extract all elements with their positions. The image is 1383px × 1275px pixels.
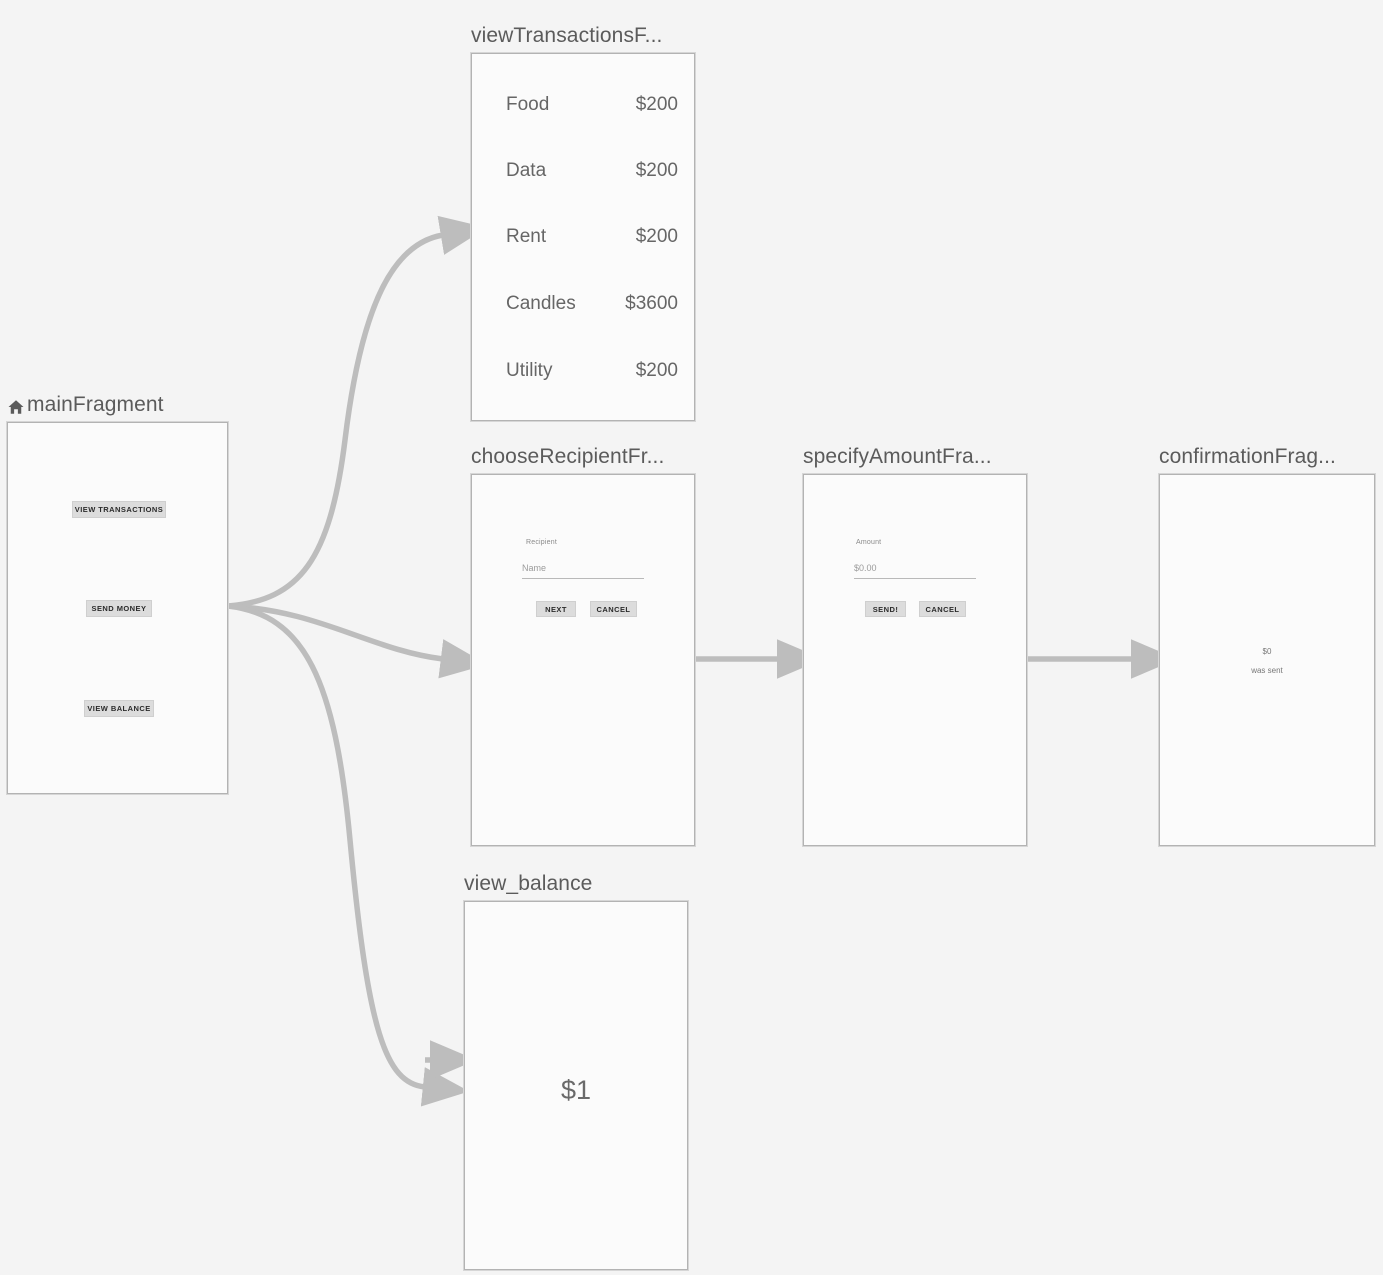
- transaction-name: Utility: [506, 360, 553, 381]
- next-button[interactable]: NEXT: [536, 601, 576, 617]
- node-label-specify-amount: specifyAmountFra...: [803, 445, 992, 468]
- transaction-name: Rent: [506, 226, 547, 247]
- transaction-name: Candles: [506, 293, 576, 314]
- button-view-balance[interactable]: VIEW BALANCE: [84, 700, 154, 717]
- node-view-balance-fragment[interactable]: view_balance $1: [464, 872, 688, 1270]
- transaction-row: Data $200: [492, 158, 678, 184]
- cancel-button[interactable]: CANCEL: [919, 601, 966, 617]
- transaction-amount: $200: [635, 360, 678, 381]
- node-confirmation-fragment[interactable]: confirmationFrag... $0 was sent: [1159, 445, 1375, 846]
- node-label-main-fragment: mainFragment: [7, 393, 164, 417]
- home-icon: [7, 398, 25, 416]
- transaction-row: Rent $200: [492, 224, 678, 250]
- transaction-row: Candles $3600: [492, 291, 678, 317]
- confirmation-amount: $0: [1262, 647, 1272, 656]
- amount-input[interactable]: $0.00: [854, 563, 976, 579]
- transaction-amount: $200: [635, 94, 678, 115]
- transaction-row: Food $200: [492, 92, 678, 118]
- transaction-amount: $200: [635, 160, 678, 181]
- node-title-main-fragment: mainFragment: [27, 393, 164, 416]
- node-main-fragment[interactable]: mainFragment VIEW TRANSACTIONS SEND MONE…: [7, 393, 228, 794]
- node-specify-amount-fragment[interactable]: specifyAmountFra... Amount $0.00 SEND! C…: [803, 445, 1027, 846]
- node-label-choose-recipient: chooseRecipientFr...: [471, 445, 665, 468]
- transaction-amount: $3600: [625, 293, 678, 314]
- node-view-transactions-fragment[interactable]: viewTransactionsF... Food $200 Data $200…: [471, 24, 695, 421]
- edge-main-to-view-transactions: [227, 215, 487, 609]
- node-label-view-transactions: viewTransactionsF...: [471, 24, 663, 47]
- node-label-confirmation: confirmationFrag...: [1159, 445, 1336, 468]
- transaction-row: Utility $200: [492, 358, 678, 384]
- cancel-button[interactable]: CANCEL: [590, 601, 637, 617]
- recipient-field-label: Recipient: [526, 539, 557, 546]
- transaction-name: Data: [506, 160, 547, 181]
- button-view-transactions[interactable]: VIEW TRANSACTIONS: [72, 501, 166, 518]
- edge-main-to-choose-recipient: [227, 603, 488, 679]
- frame-specify-amount: Amount $0.00 SEND! CANCEL: [803, 474, 1027, 846]
- amount-field-label: Amount: [856, 539, 882, 546]
- button-send-money[interactable]: SEND MONEY: [86, 600, 152, 617]
- transaction-amount: $200: [635, 226, 678, 247]
- transaction-name: Food: [506, 94, 550, 115]
- recipient-input[interactable]: Name: [522, 563, 644, 579]
- node-label-view-balance: view_balance: [464, 872, 593, 895]
- edge-main-to-view-balance: [227, 603, 470, 1107]
- frame-view-balance: $1: [464, 901, 688, 1270]
- frame-confirmation: $0 was sent: [1159, 474, 1375, 846]
- frame-main-fragment: VIEW TRANSACTIONS SEND MONEY VIEW BALANC…: [7, 422, 228, 794]
- frame-view-transactions: Food $200 Data $200 Rent $200 Candles $3…: [471, 53, 695, 421]
- node-choose-recipient-fragment[interactable]: chooseRecipientFr... Recipient Name NEXT…: [471, 445, 695, 846]
- confirmation-subtitle: was sent: [1251, 666, 1283, 675]
- frame-choose-recipient: Recipient Name NEXT CANCEL: [471, 474, 695, 846]
- send-button[interactable]: SEND!: [865, 601, 906, 617]
- balance-amount: $1: [560, 1075, 592, 1105]
